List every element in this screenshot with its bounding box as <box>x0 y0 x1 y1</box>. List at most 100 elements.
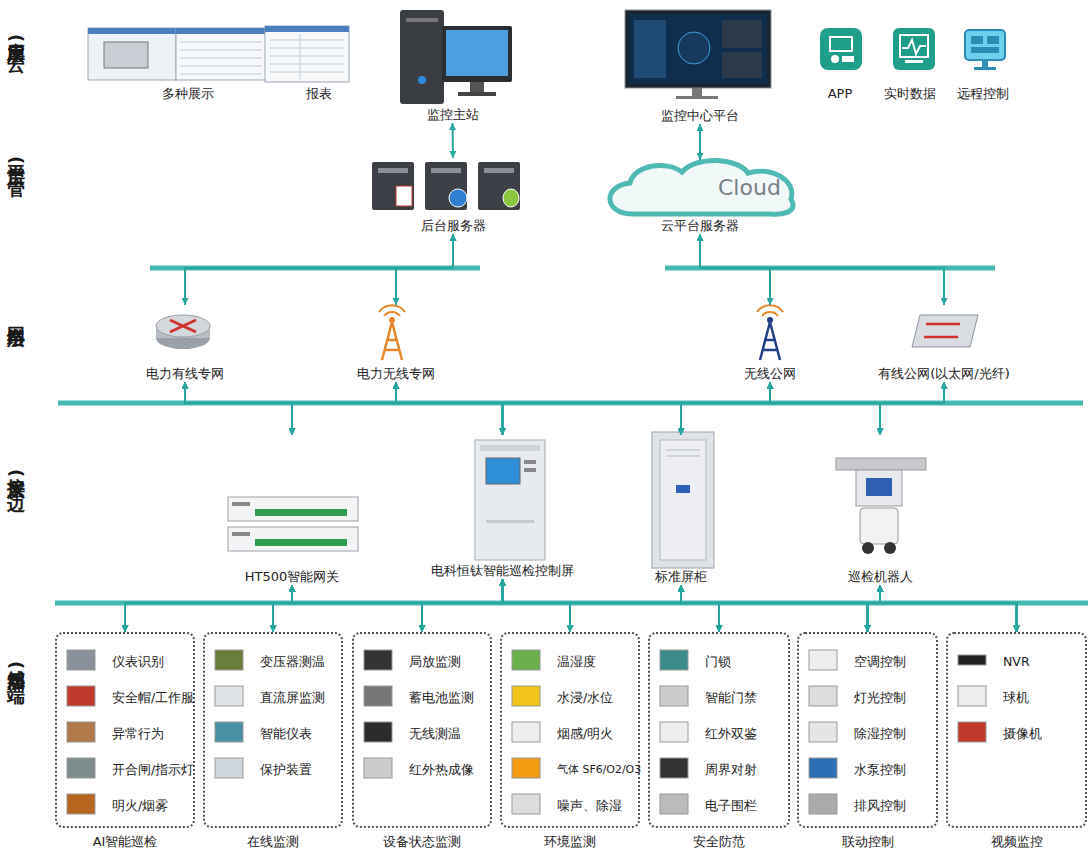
sensor-item: 仪表识别 <box>65 647 191 677</box>
sensor-item: 水泵控制 <box>807 755 934 785</box>
bus-connector <box>125 585 292 632</box>
screenshot <box>88 28 176 80</box>
item-label: 电子围栏 <box>658 791 757 821</box>
item-icon <box>512 686 540 706</box>
sensor-item: 温湿度 <box>510 647 636 677</box>
node-caption: APP <box>828 86 853 102</box>
item-label: 异常行为 <box>65 719 164 749</box>
bus-connector <box>681 382 770 435</box>
device-node: 实时数据 <box>878 26 942 102</box>
control-cabinet <box>486 458 520 484</box>
item-label: 安全帽/工作服 <box>65 683 194 713</box>
computer-icon <box>446 30 508 76</box>
device-node: Cloud云平台服务器 <box>605 160 795 234</box>
bus-connector <box>273 585 292 632</box>
device-node: 电科恒钛智能巡检控制屏 <box>415 435 590 579</box>
device-node: 电力无线专网 <box>340 305 452 382</box>
node-caption: 后台服务器 <box>421 218 486 234</box>
item-icon <box>67 722 95 742</box>
computer-icon <box>470 82 484 92</box>
sensor-item: 电子围栏 <box>658 791 786 821</box>
node-caption: 监控主站 <box>427 107 479 123</box>
bus-connector <box>422 579 503 632</box>
item-label: 保护装置 <box>213 755 312 785</box>
bus-connector <box>185 382 880 435</box>
router-icon <box>170 320 196 332</box>
bus-connector <box>292 585 719 632</box>
screenshot <box>176 28 266 34</box>
server-icon <box>378 168 408 173</box>
antenna-tower <box>757 305 783 316</box>
screenshot <box>176 28 266 80</box>
bus-connector <box>503 382 771 435</box>
item-label: 仪表识别 <box>65 647 164 677</box>
server-icon <box>372 162 414 210</box>
app-icon <box>842 56 854 62</box>
group-box: 环境监测温湿度水浸/水位烟感/明火气体 SF6/O2/O3噪声、除湿 <box>500 632 640 828</box>
computer-icon <box>458 92 496 96</box>
item-icon <box>364 758 392 778</box>
bus-connector <box>292 585 570 632</box>
item-label: 开合闸/指示灯 <box>65 755 194 785</box>
node-caption: 电力无线专网 <box>357 366 435 382</box>
app-icon <box>900 35 928 57</box>
group-caption: 安全防范 <box>650 834 788 850</box>
app-icon <box>830 37 852 51</box>
bus-line <box>665 266 995 271</box>
device-node: 多种展示 <box>88 26 288 102</box>
switch-icon <box>912 315 978 347</box>
group-box: AI智能巡检仪表识别安全帽/工作服异常行为开合闸/指示灯明火/烟雾 <box>55 632 195 828</box>
node-caption: 报表 <box>306 86 332 102</box>
node-caption: 巡检机器人 <box>848 569 913 585</box>
switch-icon <box>912 315 978 347</box>
bus-connector <box>185 382 503 435</box>
item-label: 红外热成像 <box>362 755 474 785</box>
node-caption: 云平台服务器 <box>661 218 739 234</box>
bus-connector <box>273 585 880 632</box>
layer-label: 平台层(管) <box>4 150 28 178</box>
monitor-screen <box>722 52 762 78</box>
monitor-screen <box>676 96 718 99</box>
item-icon <box>215 758 243 778</box>
antenna-tower <box>767 317 773 323</box>
server-icon <box>449 189 467 207</box>
screenshot <box>104 42 148 68</box>
antenna-tower <box>379 305 783 360</box>
bus-connector <box>396 382 880 435</box>
computer-icon <box>406 18 438 22</box>
item-icon <box>67 758 95 778</box>
layer-label: 接入层(边) <box>4 463 28 491</box>
device-node: 巡检机器人 <box>820 435 940 585</box>
item-label: 烟感/明火 <box>510 719 613 749</box>
bus-connector <box>125 585 880 632</box>
item-icon <box>215 650 243 670</box>
layer-label: 应用层(云) <box>4 28 28 56</box>
antenna-tower <box>382 322 402 360</box>
sensor-item: 气体 SF6/O2/O3 <box>510 755 636 785</box>
sensor-item: 局放监测 <box>362 647 488 677</box>
item-label: 智能门禁 <box>658 683 757 713</box>
layer-label: 感知层(端) <box>4 655 28 683</box>
monitor-screen <box>722 20 762 48</box>
inspection-robot <box>866 478 892 496</box>
app-icon <box>965 30 1005 60</box>
app-icon <box>974 67 996 70</box>
sensor-item: 门锁 <box>658 647 786 677</box>
device-node: 标准屏柜 <box>630 435 732 585</box>
inspection-robot <box>836 458 926 554</box>
bus-connector <box>396 382 503 435</box>
bus-line <box>55 268 1088 603</box>
inspection-robot <box>862 542 874 554</box>
server-icon <box>478 162 520 210</box>
item-icon <box>67 650 95 670</box>
screenshot <box>265 26 349 82</box>
device-node: 报表 <box>290 26 348 102</box>
node-caption: 远程控制 <box>957 86 1009 102</box>
bus-connector <box>273 585 681 632</box>
gateway-device <box>255 509 347 516</box>
bus-connector <box>681 585 719 632</box>
item-icon <box>512 650 540 670</box>
item-icon <box>958 722 986 742</box>
bus-connector <box>880 585 1017 632</box>
